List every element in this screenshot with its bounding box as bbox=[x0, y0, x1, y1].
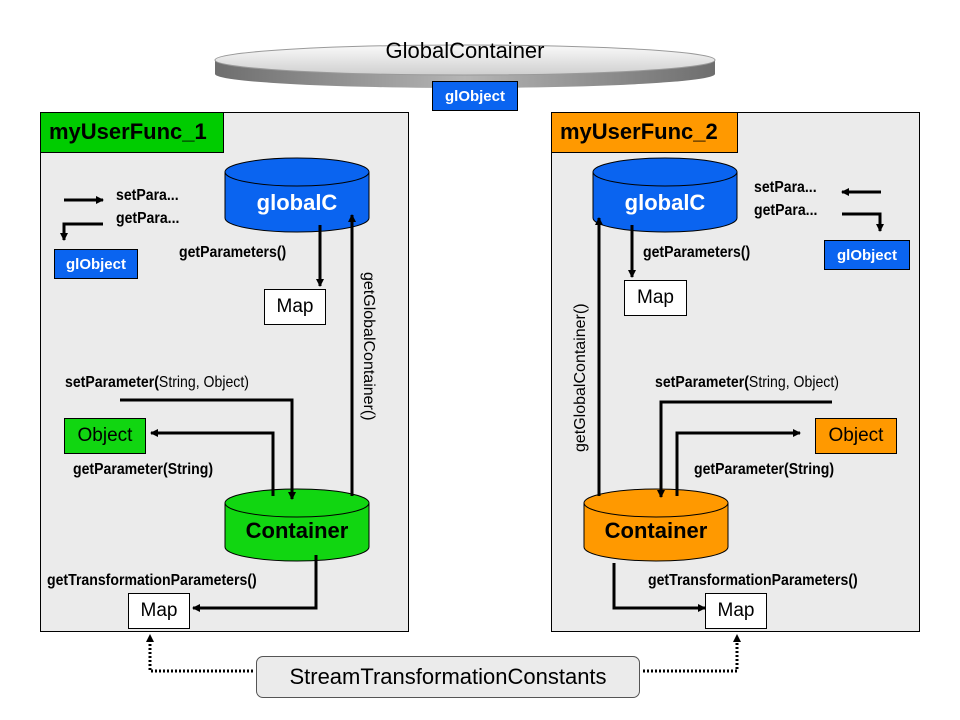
map-box-bottom-2[interactable]: Map bbox=[705, 593, 767, 629]
setParameter-name: setParameter( bbox=[65, 374, 159, 391]
legend-get-arrow-1 bbox=[60, 222, 103, 241]
legend-set-label-2: setPara... bbox=[754, 179, 817, 196]
getParameter-arrow-2 bbox=[675, 429, 801, 496]
legend-glObject-box-2[interactable]: glObject bbox=[824, 240, 910, 270]
object-box-1[interactable]: Object bbox=[64, 418, 146, 454]
legend-set-label-1: setPara... bbox=[116, 187, 179, 204]
map-box-bottom-1[interactable]: Map bbox=[128, 593, 190, 629]
stc-dotted-connector-2 bbox=[643, 642, 739, 673]
container-label-1: Container bbox=[245, 518, 349, 543]
global-glObject-box[interactable]: glObject bbox=[432, 81, 518, 111]
globalC-cylinder-1 bbox=[224, 157, 370, 233]
legend-get-arrow-2 bbox=[842, 212, 884, 232]
getParameter-label-2: getParameter(String) bbox=[694, 461, 835, 478]
object-box-2[interactable]: Object bbox=[815, 418, 897, 454]
setParameter-label-1: setParameter(String, Object) bbox=[65, 374, 249, 392]
legend-get-label-1: getPara... bbox=[116, 210, 180, 227]
panel-title: myUserFunc_1 bbox=[40, 112, 224, 153]
container-label-2: Container bbox=[604, 518, 708, 543]
setParameter-arrow-2 bbox=[657, 400, 832, 498]
getParameter-arrow-1 bbox=[150, 429, 275, 496]
global-container-title: GlobalContainer bbox=[385, 38, 545, 63]
panel-title: myUserFunc_2 bbox=[551, 112, 738, 153]
getTransformation-arrow-2 bbox=[612, 563, 706, 612]
getTransformation-label-1: getTransformationParameters() bbox=[47, 572, 257, 589]
setParameter-arrow-1 bbox=[120, 398, 296, 500]
setParameter-args: String, Object) bbox=[748, 374, 839, 391]
getGlobalContainer-label-1: getGlobalContainer() bbox=[360, 272, 377, 421]
setParameter-label-2: setParameter(String, Object) bbox=[655, 374, 839, 392]
getParameters-label-1: getParameters() bbox=[179, 244, 287, 261]
map-box-top-1[interactable]: Map bbox=[264, 289, 326, 325]
setParameter-name: setParameter( bbox=[655, 374, 749, 391]
getGlobalContainer-label-2: getGlobalContainer() bbox=[572, 303, 589, 452]
stc-dotted-connector-1 bbox=[148, 642, 253, 673]
stream-transformation-constants-box[interactable]: StreamTransformationConstants bbox=[256, 656, 640, 698]
stc-arrowhead-2 bbox=[733, 634, 741, 642]
legend-get-label-2: getPara... bbox=[754, 202, 818, 219]
getParameters-label-2: getParameters() bbox=[643, 244, 751, 261]
getTransformation-label-2: getTransformationParameters() bbox=[648, 572, 858, 589]
container-cylinder-1 bbox=[224, 488, 370, 562]
getParameter-label-1: getParameter(String) bbox=[73, 461, 214, 478]
setParameter-args: String, Object) bbox=[158, 374, 249, 391]
legend-glObject-box-1[interactable]: glObject bbox=[54, 249, 138, 279]
globalC-cylinder-2 bbox=[592, 157, 738, 233]
globalC-label-2: globalC bbox=[624, 190, 706, 215]
stc-arrowhead-1 bbox=[146, 634, 154, 642]
container-cylinder-2 bbox=[583, 488, 729, 562]
map-box-top-2[interactable]: Map bbox=[624, 280, 687, 316]
globalC-label-1: globalC bbox=[256, 190, 338, 215]
getTransformation-arrow-1 bbox=[192, 555, 318, 612]
